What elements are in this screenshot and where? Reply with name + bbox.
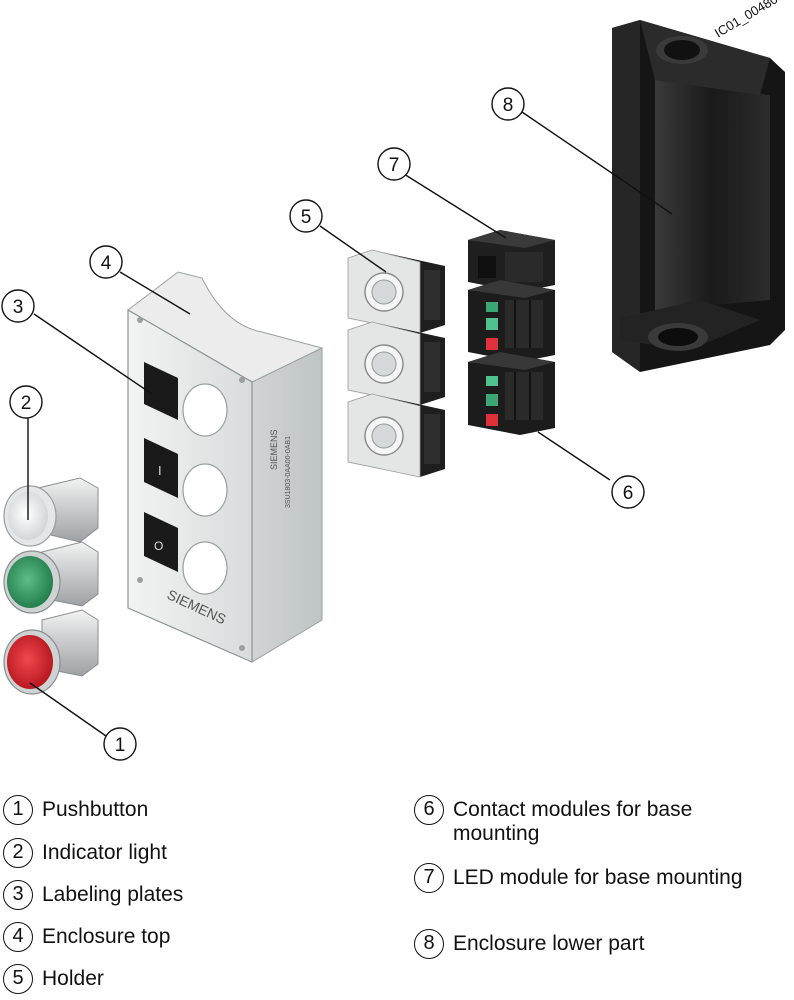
legend-number: 7	[414, 863, 444, 893]
led-module	[468, 230, 555, 292]
symbol-off: O	[154, 539, 163, 553]
callout-1: 1	[103, 727, 137, 761]
callout-2: 2	[9, 385, 43, 419]
legend-item-pushbutton: 1 Pushbutton	[3, 795, 148, 825]
legend-number: 4	[3, 922, 33, 952]
pushbutton-green	[3, 541, 99, 614]
legend-item-contact-modules: 6 Contact modules for base mounting	[414, 795, 754, 846]
pushbutton-red	[3, 609, 99, 695]
legend-number: 8	[414, 929, 444, 959]
legend-item-labeling-plates: 3 Labeling plates	[3, 880, 183, 910]
svg-text:2: 2	[21, 393, 32, 414]
holder	[347, 249, 445, 334]
legend-number: 3	[3, 880, 33, 910]
enclosure-lower-part	[612, 20, 785, 372]
legend-number: 2	[3, 838, 33, 868]
symbol-on: I	[158, 463, 162, 478]
svg-text:7: 7	[389, 155, 400, 176]
legend-label: Enclosure lower part	[453, 932, 645, 955]
exploded-view-diagram: IC01_00480	[1, 0, 785, 761]
legend-label: Enclosure top	[42, 925, 171, 948]
legend-item-holder: 5 Holder	[3, 964, 104, 994]
legend-label: Holder	[42, 967, 104, 990]
labeling-plate	[144, 438, 178, 498]
svg-text:5: 5	[301, 207, 312, 228]
svg-text:4: 4	[101, 253, 112, 274]
svg-text:8: 8	[503, 95, 514, 116]
enclosure-side-text: SIEMENS	[269, 429, 279, 470]
callout-7: 7	[377, 147, 411, 181]
legend-label: LED module for base mounting	[453, 866, 743, 889]
contact-module-lower	[468, 352, 555, 435]
labeling-plate	[144, 362, 178, 420]
drawing-id: IC01_00480	[712, 0, 780, 41]
callout-4: 4	[89, 245, 123, 279]
legend-label: Pushbutton	[42, 798, 149, 821]
svg-text:1: 1	[115, 735, 126, 756]
enclosure-top: I O SIEMENS SIEMENS 3SU1803-0AA00-0AB1	[127, 271, 324, 663]
svg-text:3: 3	[13, 297, 24, 318]
callout-leaders	[27, 111, 673, 737]
legend-item-enclosure-top: 4 Enclosure top	[3, 922, 170, 952]
holder-stack	[347, 249, 445, 478]
holder	[347, 393, 445, 478]
callout-3: 3	[1, 289, 35, 323]
callout-8: 8	[491, 87, 525, 121]
legend-label: Contact modules for base mounting	[453, 798, 693, 845]
legend-item-enclosure-lower-part: 8 Enclosure lower part	[414, 929, 754, 959]
callout-5: 5	[289, 199, 323, 233]
legend-number: 5	[3, 964, 33, 994]
holder	[347, 321, 445, 406]
legend-number: 1	[3, 795, 33, 825]
legend-item-led-module: 7 LED module for base mounting	[414, 863, 754, 893]
indicator-light	[3, 477, 99, 547]
legend: 1 Pushbutton 2 Indicator light 3 Labelin…	[0, 775, 794, 1000]
svg-text:6: 6	[623, 483, 634, 504]
contact-module-upper	[468, 280, 555, 362]
legend-item-indicator-light: 2 Indicator light	[3, 838, 167, 868]
legend-label: Indicator light	[42, 841, 167, 864]
enclosure-part-number: 3SU1803-0AA00-0AB1	[285, 436, 292, 508]
callout-6: 6	[611, 475, 645, 509]
legend-label: Labeling plates	[42, 883, 184, 906]
labeling-plate	[144, 512, 178, 572]
legend-number: 6	[414, 795, 444, 825]
